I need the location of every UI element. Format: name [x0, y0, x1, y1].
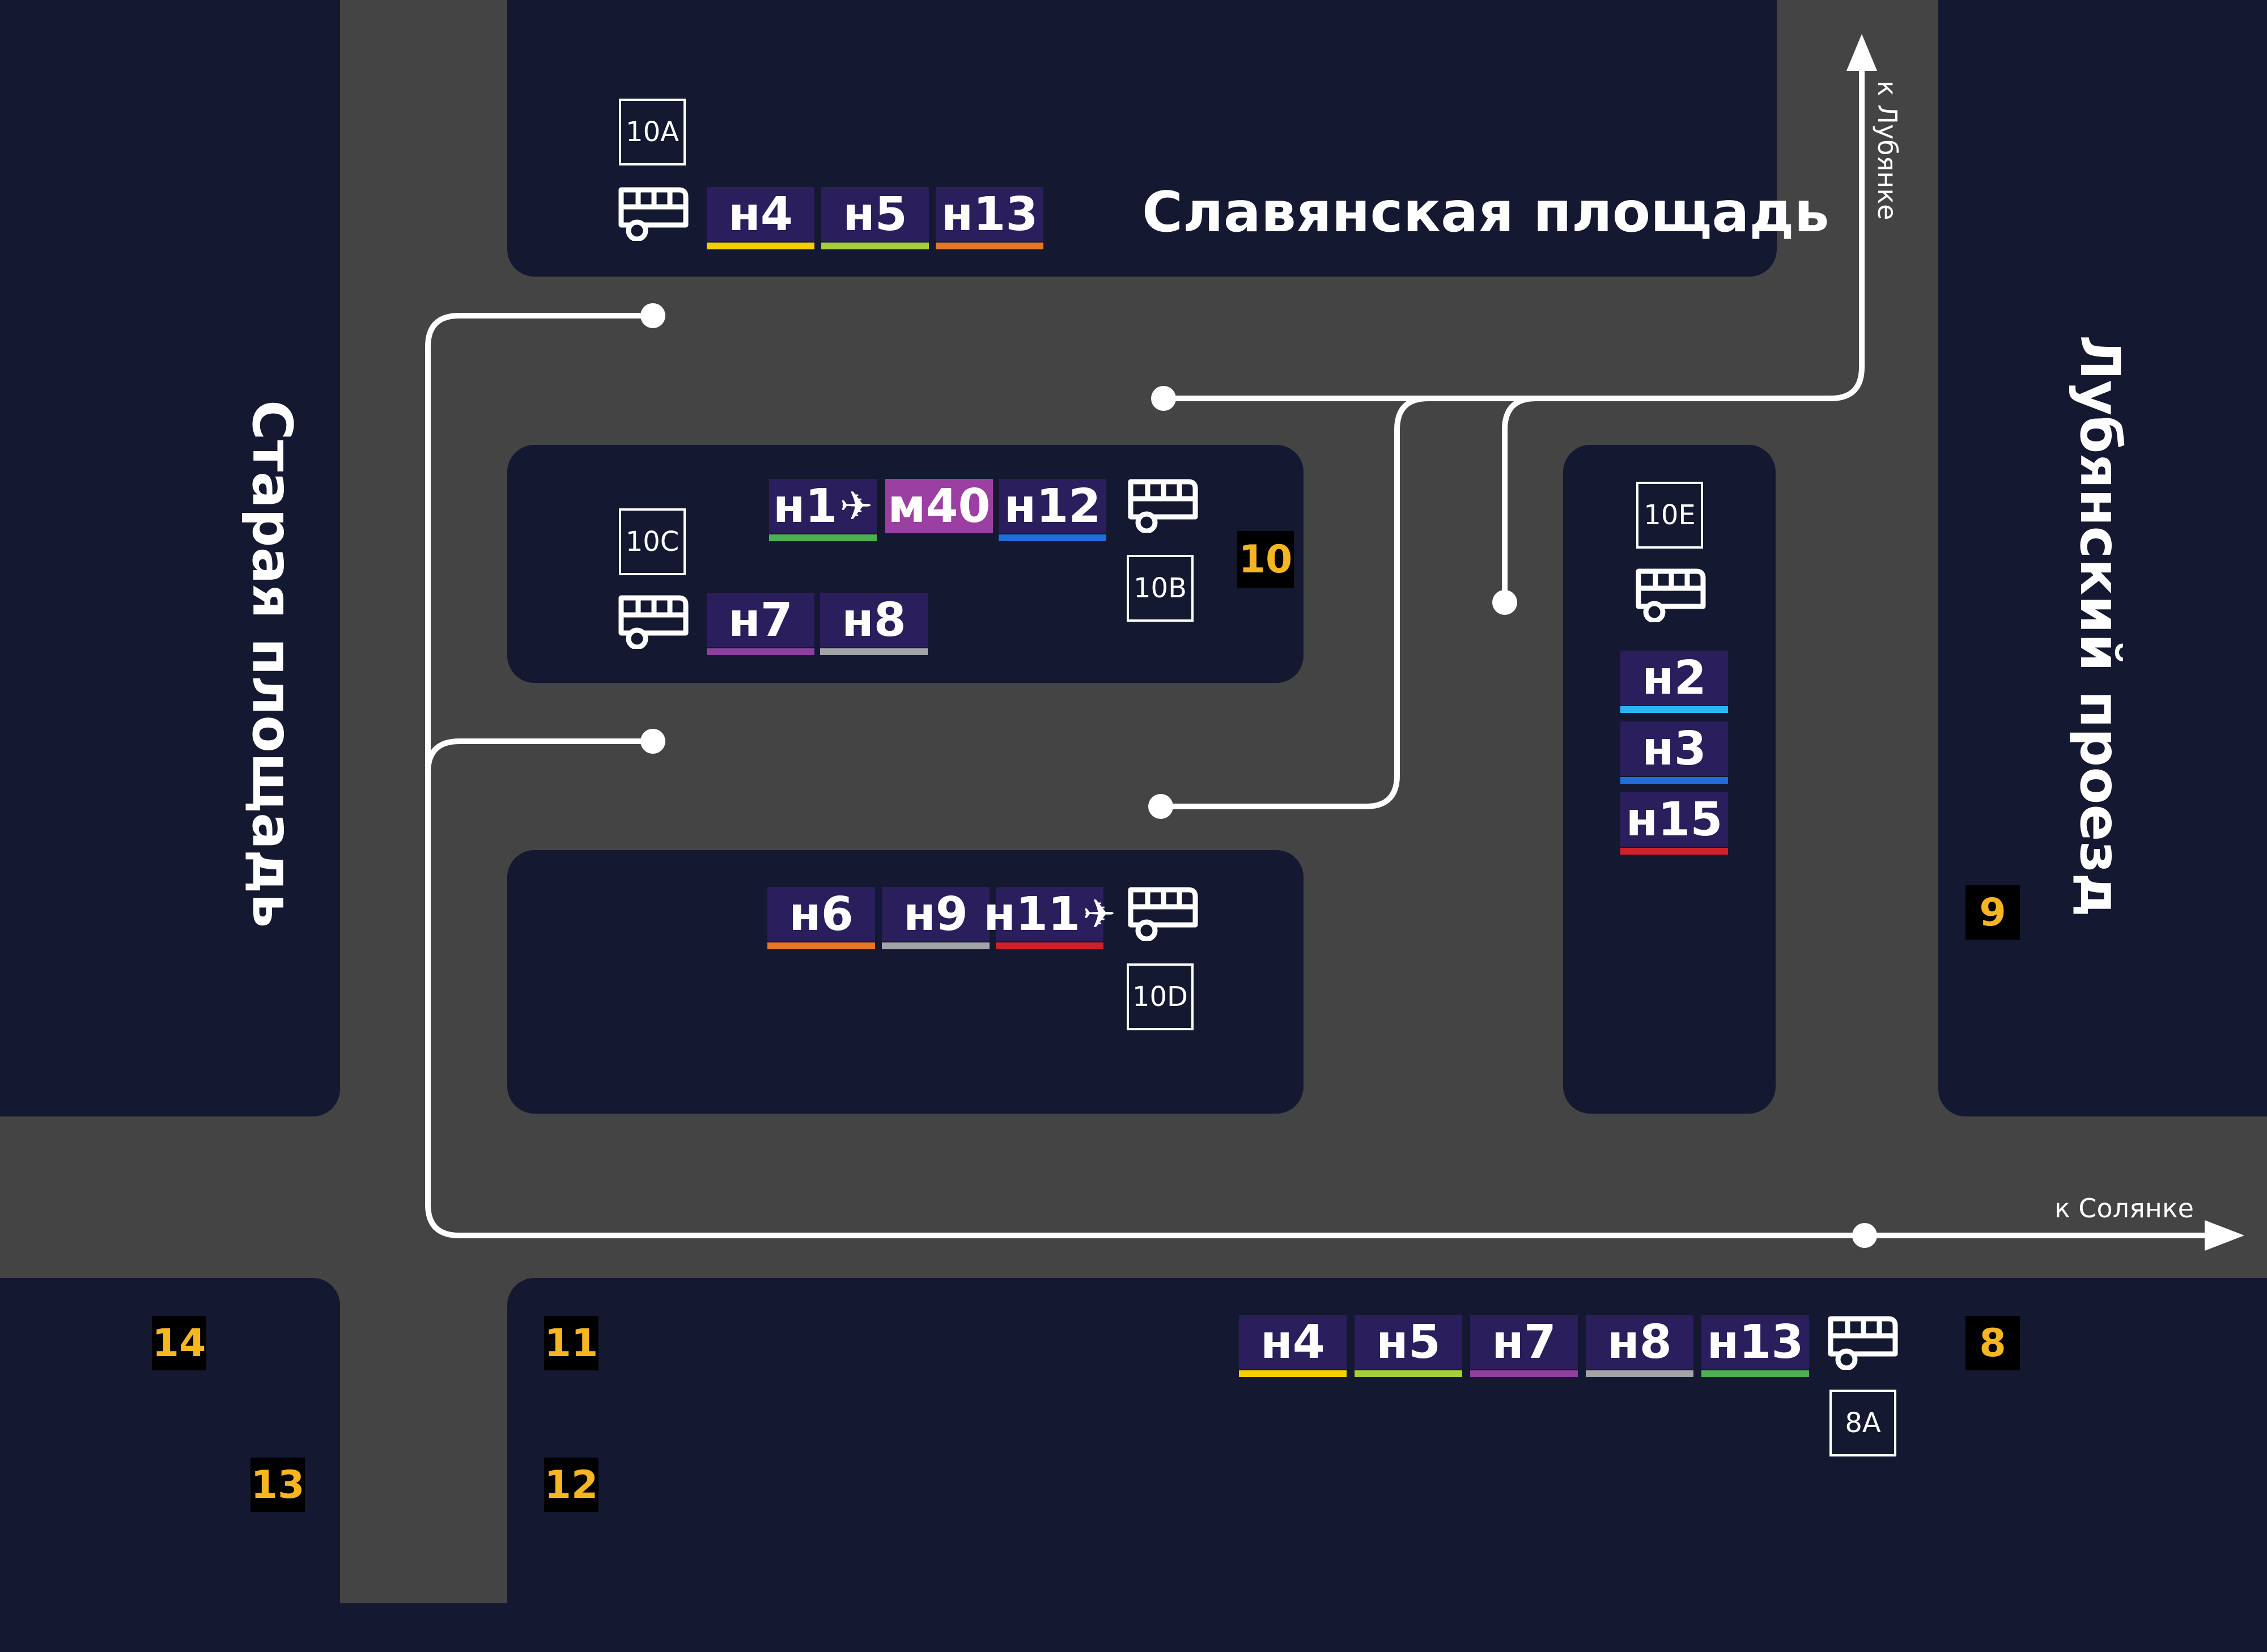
route-color-bar: [1586, 1370, 1693, 1377]
route-label: н6: [789, 887, 854, 941]
metro-entrance: 9: [1965, 885, 2020, 940]
route-color-bar: [996, 942, 1103, 949]
route-label: н4: [1260, 1315, 1325, 1369]
metro-entrance: 10: [1237, 531, 1294, 588]
route-plate[interactable]: н11✈: [983, 887, 1116, 949]
route-color-bar: [1620, 777, 1728, 784]
route-color-bar: [1470, 1370, 1578, 1377]
route-label: н5: [843, 187, 907, 241]
path-dot: [640, 303, 665, 328]
plane-icon: ✈: [839, 483, 873, 529]
street-slavyanskaya: Славянская площадь: [1142, 180, 1829, 245]
route-label: н9: [903, 887, 968, 941]
route-plate[interactable]: н13: [936, 187, 1043, 249]
route-plate[interactable]: н7: [1470, 1315, 1578, 1377]
metro-entrance: 14: [152, 1316, 206, 1370]
bus-icon: [1126, 476, 1200, 534]
route-plate[interactable]: н12: [999, 479, 1106, 541]
route-color-bar: [1620, 706, 1728, 713]
route-color-bar: [767, 942, 875, 949]
route-color-bar: [1701, 1370, 1809, 1377]
route-label: н13: [1706, 1315, 1804, 1369]
route-label: н12: [1004, 479, 1101, 533]
route-color-bar: [707, 648, 814, 655]
route-color-bar: [999, 534, 1106, 541]
route-plate[interactable]: н4: [707, 187, 814, 249]
path-dot: [1852, 1223, 1877, 1248]
metro-entrance: 8: [1965, 1316, 2020, 1370]
stop-code-10e: 10E: [1636, 482, 1703, 549]
route-color-bar: [769, 534, 877, 541]
route-plate[interactable]: н8: [820, 593, 928, 655]
route-label: н7: [728, 593, 793, 647]
route-label: н11: [983, 887, 1081, 941]
path-dot: [1151, 386, 1176, 411]
path-to-lubyanka: [1161, 51, 1865, 401]
route-plate[interactable]: н6: [767, 887, 875, 949]
path-to-10e: [1502, 396, 1539, 605]
route-color-bar: [1355, 1370, 1462, 1377]
walking-paths: [425, 34, 2244, 1251]
path-dot: [1148, 794, 1173, 819]
route-color-bar: [936, 243, 1043, 249]
bus-icon: [1126, 884, 1200, 942]
bus-icon: [617, 184, 690, 242]
bus-icon: [617, 592, 690, 650]
direction-lubyanka: к Лубянке: [1872, 80, 1903, 220]
route-plate[interactable]: н3: [1620, 721, 1728, 784]
route-plate[interactable]: н2: [1620, 651, 1728, 713]
route-plate[interactable]: н5: [821, 187, 929, 249]
route-plate[interactable]: н8: [1586, 1315, 1693, 1377]
route-label: н5: [1376, 1315, 1441, 1369]
route-plate[interactable]: н9: [882, 887, 990, 949]
stop-code-10c: 10C: [619, 508, 686, 575]
route-label: н4: [728, 187, 793, 241]
street-lubyansky: Лубянский проезд: [2068, 335, 2132, 917]
path-to-10c: [425, 738, 656, 775]
route-label: м40: [888, 479, 991, 533]
metro-entrance: 13: [251, 1458, 305, 1512]
route-color-bar: [820, 648, 928, 655]
route-label: н13: [941, 187, 1038, 241]
bus-icon: [1826, 1313, 1900, 1371]
route-color-bar: [707, 243, 814, 249]
map: Славянская площадь Старая площадь Лубянс…: [0, 0, 2267, 1603]
path-dot: [1492, 590, 1517, 615]
route-plate[interactable]: м40: [885, 479, 993, 533]
route-plate[interactable]: н15: [1620, 792, 1728, 855]
route-color-bar: [882, 942, 990, 949]
stop-code-8a: 8A: [1829, 1390, 1896, 1456]
path-dot: [640, 729, 665, 754]
path-to-10b-lower: [1158, 396, 1431, 809]
route-plate[interactable]: н5: [1355, 1315, 1462, 1377]
route-color-bar: [821, 243, 929, 249]
stop-code-10d: 10D: [1127, 963, 1194, 1030]
route-plate[interactable]: н7: [707, 593, 814, 655]
plane-icon: ✈: [1082, 891, 1116, 937]
route-plate[interactable]: н13: [1701, 1315, 1809, 1377]
route-plate[interactable]: н4: [1239, 1315, 1347, 1377]
route-color-bar: [1620, 848, 1728, 855]
stop-code-10a: 10А: [619, 99, 686, 165]
path-to-10a: [425, 313, 2213, 1238]
metro-entrance: 12: [544, 1458, 598, 1512]
route-label: н8: [842, 593, 906, 647]
route-label: н2: [1642, 651, 1706, 705]
bus-icon: [1634, 566, 1708, 623]
route-label: н8: [1607, 1315, 1672, 1369]
street-staraya: Старая площадь: [240, 400, 304, 928]
block-left-top: [0, 0, 340, 1116]
arrow-icon: [2205, 1220, 2244, 1251]
route-plate[interactable]: н1✈: [769, 479, 877, 541]
route-label: н15: [1625, 792, 1723, 847]
route-label: н3: [1642, 721, 1706, 776]
arrow-icon: [1846, 34, 1877, 71]
stop-code-10b: 10B: [1127, 555, 1194, 622]
direction-solyanka: к Солянке: [2054, 1193, 2194, 1224]
route-label: н1: [772, 479, 838, 533]
route-color-bar: [1239, 1370, 1347, 1377]
route-label: н7: [1492, 1315, 1556, 1369]
metro-entrance: 11: [544, 1316, 598, 1370]
